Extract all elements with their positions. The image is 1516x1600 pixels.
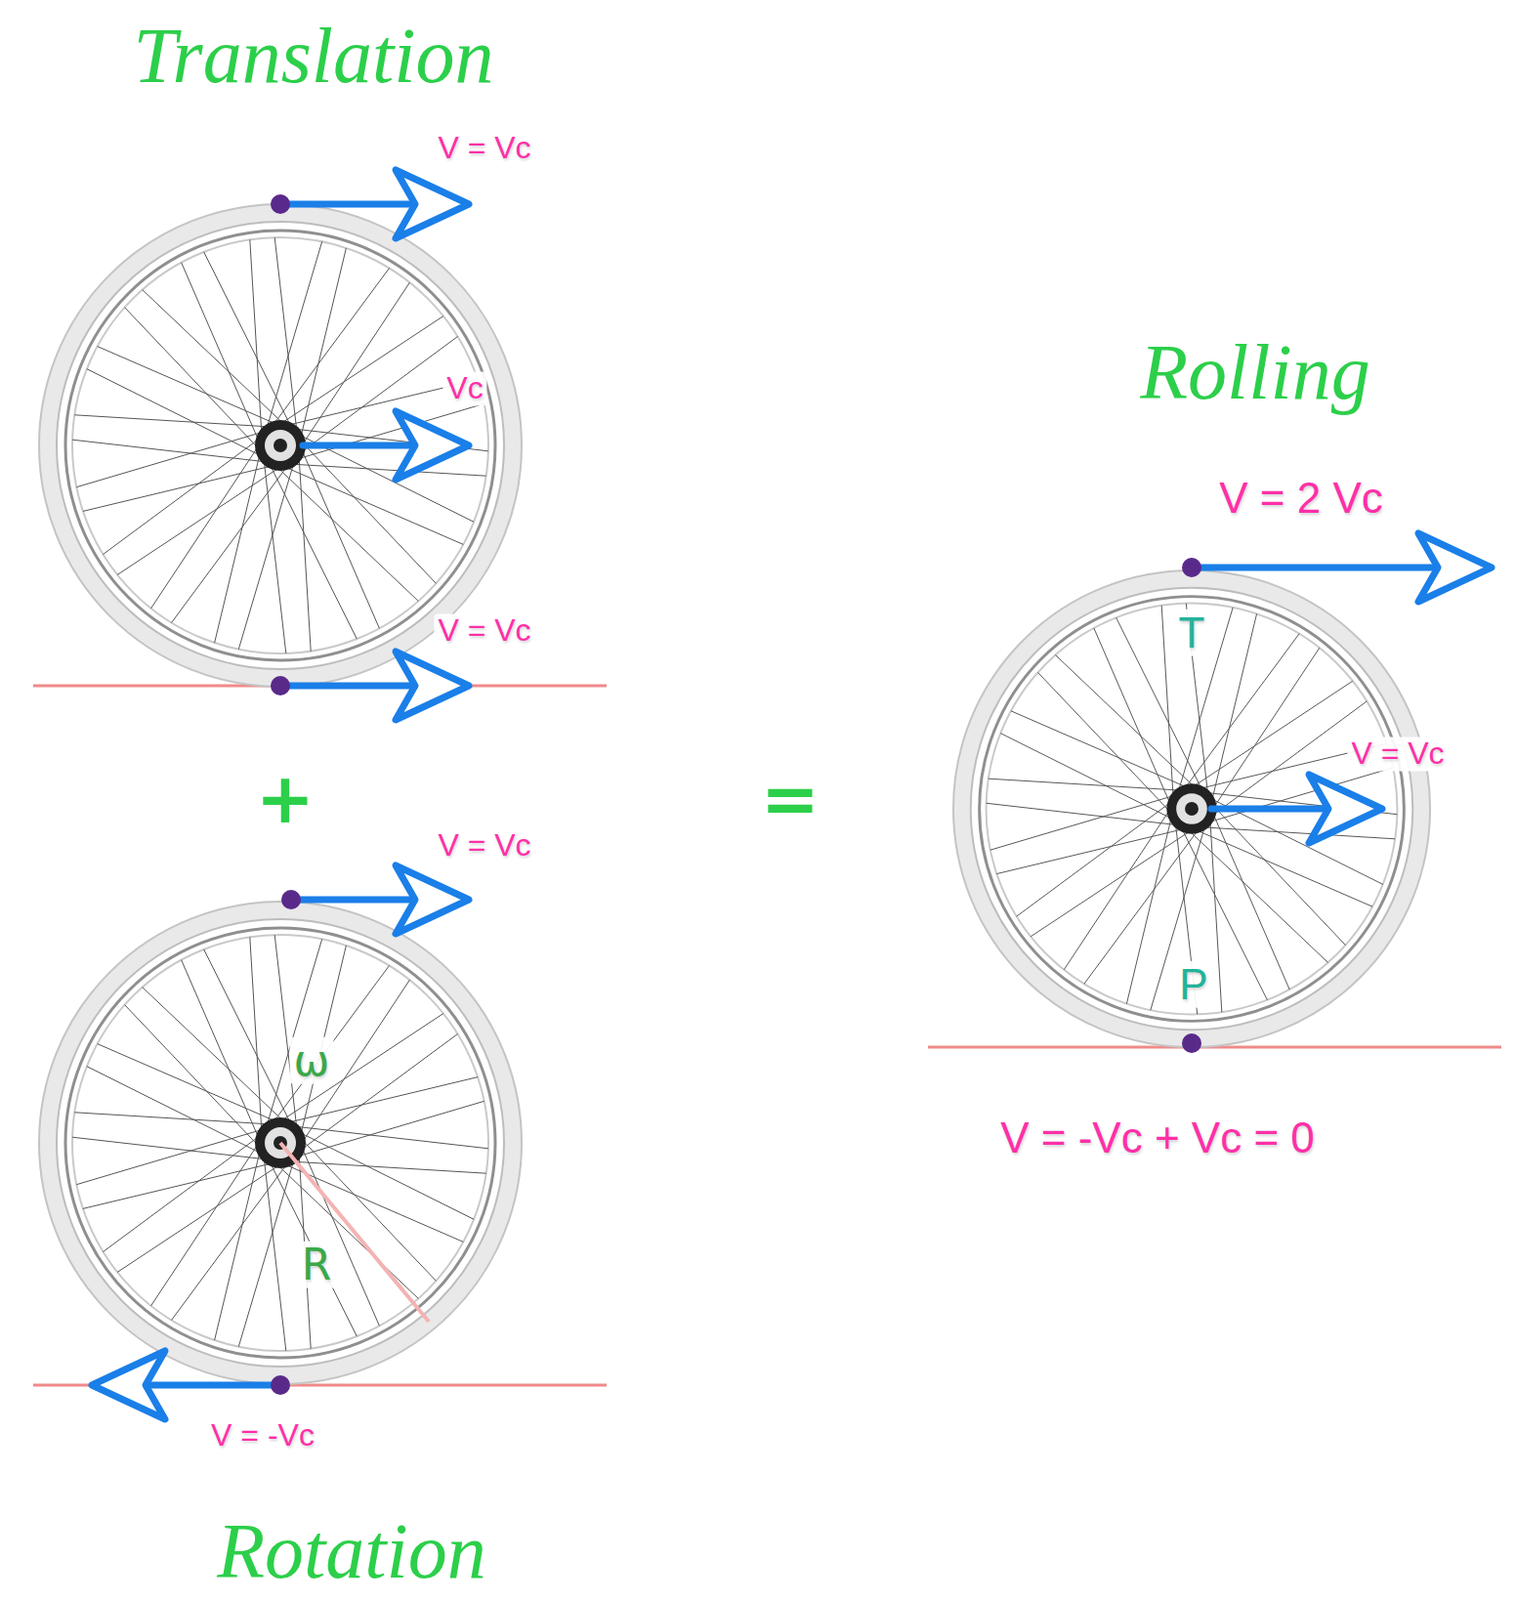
point-label: T bbox=[1175, 609, 1210, 657]
velocity-label: V = Vc bbox=[433, 613, 535, 648]
velocity-label: V = -Vc + Vc = 0 bbox=[996, 1114, 1319, 1162]
velocity-arrow bbox=[302, 442, 416, 450]
velocity-label: V = Vc bbox=[1347, 736, 1448, 771]
point-dot bbox=[270, 1375, 291, 1395]
symbol-label: ω bbox=[290, 1037, 335, 1085]
wheel bbox=[953, 570, 1431, 1048]
velocity-arrow bbox=[291, 896, 416, 904]
arrow-head bbox=[395, 169, 469, 239]
point-label: P bbox=[1175, 961, 1212, 1009]
radius-line bbox=[280, 1142, 429, 1322]
point-dot bbox=[1181, 1033, 1202, 1053]
section-title: Rotation bbox=[216, 1508, 487, 1595]
section-title: Rolling bbox=[1139, 329, 1371, 416]
section-title: Translation bbox=[132, 12, 494, 99]
velocity-arrow bbox=[145, 1382, 281, 1390]
point-dot bbox=[270, 675, 291, 696]
arrow-head bbox=[395, 865, 469, 934]
velocity-label: V = -Vc bbox=[207, 1418, 319, 1453]
arrow-head bbox=[1418, 533, 1492, 602]
velocity-label: V = Vc bbox=[433, 828, 535, 863]
operator-sign: = bbox=[760, 759, 820, 838]
operator-sign: + bbox=[255, 759, 315, 838]
velocity-arrow bbox=[1211, 805, 1329, 813]
point-dot bbox=[270, 194, 291, 214]
velocity-label: V = Vc bbox=[433, 130, 535, 166]
point-dot bbox=[1181, 557, 1202, 578]
arrow-head bbox=[395, 411, 469, 480]
velocity-label: V = 2 Vc bbox=[1215, 474, 1388, 522]
arrow-head bbox=[395, 651, 469, 720]
arrow-head bbox=[1308, 774, 1383, 843]
wheel bbox=[39, 901, 522, 1385]
symbol-label: R bbox=[297, 1241, 337, 1289]
arrow-head bbox=[91, 1350, 166, 1420]
velocity-arrow bbox=[1191, 564, 1438, 572]
ground-line bbox=[33, 684, 607, 688]
point-dot bbox=[281, 889, 301, 910]
velocity-arrow bbox=[280, 201, 416, 209]
velocity-label: Vc bbox=[442, 371, 487, 406]
velocity-arrow bbox=[280, 682, 416, 690]
